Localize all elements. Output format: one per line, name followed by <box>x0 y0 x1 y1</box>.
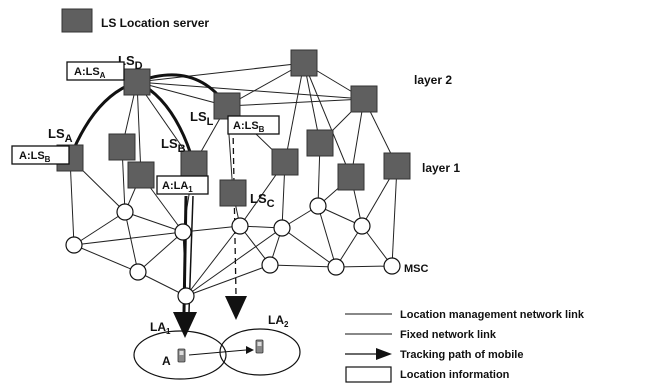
svg-text:A:LSB: A:LSB <box>19 150 51 164</box>
legend-server-label: LS Location server <box>101 16 209 30</box>
handoff-arrow <box>188 346 254 356</box>
svg-text:A:LSA: A:LSA <box>74 66 106 80</box>
mobile-a-label: A <box>162 354 171 368</box>
tracking-arrow-dashed <box>225 127 247 320</box>
legend-management-label: Location management network link <box>400 309 585 321</box>
location-area-1 <box>133 330 227 380</box>
info-box-top-left: A:LSA <box>66 61 125 81</box>
node-label-ls-b: LSB <box>161 136 186 155</box>
legend-server-symbol <box>61 8 93 33</box>
layer2-servers <box>123 49 378 120</box>
svg-text:A:LSB: A:LSB <box>233 120 265 134</box>
tracking-arrow-solid <box>173 195 197 338</box>
msc-nodes <box>65 197 401 305</box>
node-label-ls-l: LSL <box>190 109 214 128</box>
layer1-label: layer 1 <box>422 161 460 175</box>
info-box-lower: A:LA1 <box>156 175 209 195</box>
info-box-left: A:LSB <box>11 145 70 165</box>
info-box-center: A:LSB <box>227 115 280 135</box>
legend-tracking-label: Tracking path of mobile <box>400 349 523 361</box>
la2-label: LA2 <box>268 313 289 329</box>
svg-text:A:LA1: A:LA1 <box>162 180 193 194</box>
legend-fixed-label: Fixed network link <box>400 329 497 341</box>
legend-info-label: Location information <box>400 369 510 381</box>
legend: Location management network link Fixed n… <box>345 309 585 383</box>
mobile-phone-icon <box>177 348 186 363</box>
node-label-ls-a: LSA <box>48 126 73 145</box>
layer2-label: layer 2 <box>414 73 452 87</box>
layer1-servers <box>56 129 411 207</box>
mobile-phone-icon-moved <box>255 339 264 354</box>
msc-label: MSC <box>404 263 429 275</box>
node-label-ls-c: LSC <box>250 191 275 210</box>
la1-label: LA1 <box>150 320 171 336</box>
